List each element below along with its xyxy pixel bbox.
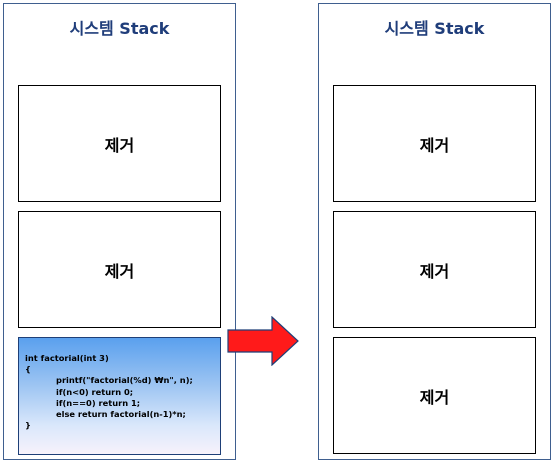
code-line-6: else return factorial(n-1)*n;: [56, 409, 186, 420]
factorial-stack-frame: int factorial(int 3) { printf("factorial…: [18, 337, 221, 455]
right-stack-panel: 시스템 Stack 제거 제거 제거: [318, 3, 551, 460]
right-slot-3: 제거: [333, 337, 536, 454]
left-slot-1-label: 제거: [104, 135, 135, 155]
right-arrow-icon: [227, 316, 299, 366]
code-line-2: {: [25, 364, 31, 375]
left-slot-1: 제거: [18, 85, 221, 202]
left-slot-2-label: 제거: [104, 261, 135, 281]
code-line-4: if(n<0) return 0;: [56, 386, 134, 397]
code-line-1: int factorial(int 3): [25, 353, 109, 363]
right-panel-title: 시스템 Stack: [384, 19, 485, 38]
code-line-3: printf("factorial(%d) ₩n", n);: [56, 375, 193, 386]
right-slot-1-label: 제거: [419, 135, 450, 155]
left-stack-panel: 시스템 Stack 제거 제거 int factorial(int 3) { p…: [3, 3, 236, 460]
left-slot-2: 제거: [18, 211, 221, 328]
right-slot-2-label: 제거: [419, 261, 450, 281]
left-panel-title: 시스템 Stack: [69, 19, 170, 38]
right-slot-3-label: 제거: [419, 387, 450, 407]
code-line-5: if(n==0) return 1;: [56, 397, 141, 408]
right-slot-2: 제거: [333, 211, 536, 328]
arrow-shape: [227, 316, 299, 366]
right-slot-1: 제거: [333, 85, 536, 202]
code-line-7: }: [25, 420, 31, 431]
